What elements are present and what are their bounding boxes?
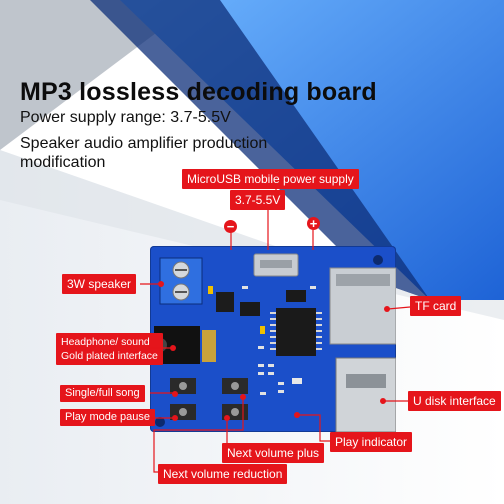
board-components	[153, 253, 397, 433]
play-mode-pause-label: Play mode pause	[60, 409, 155, 426]
single-pointer-dot	[172, 391, 178, 397]
headphone-label: Headphone/ sound Gold plated interface	[56, 333, 163, 365]
headphone-pointer-dot	[170, 345, 176, 351]
volume-plus-pointer-dot	[224, 415, 230, 421]
minus-icon: −	[224, 220, 237, 233]
volume-minus-pointer-dot	[240, 394, 246, 400]
volume-plus-label: Next volume plus	[222, 443, 325, 463]
speaker-pointer-dot	[158, 281, 164, 287]
page-title: MP3 lossless decoding board	[20, 78, 377, 106]
u-disk-label: U disk interface	[408, 391, 501, 411]
play-pointer-dot	[294, 412, 300, 418]
pause-pointer-dot	[172, 415, 178, 421]
power-supply-text: Power supply range: 3.7-5.5V	[20, 109, 231, 126]
microusb-label: MicroUSB mobile power supply	[182, 169, 359, 189]
tf-pointer-dot	[384, 306, 390, 312]
plus-icon: +	[307, 217, 320, 230]
udisk-pointer-dot	[380, 398, 386, 404]
tf-card-label: TF card	[410, 296, 462, 316]
headphone-label-line1: Headphone/ sound	[61, 336, 150, 348]
voltage-label: 3.7-5.5V	[230, 190, 286, 210]
single-full-song-label: Single/full song	[60, 385, 145, 402]
volume-reduction-label: Next volume reduction	[158, 464, 288, 484]
speaker-text-line1: Speaker audio amplifier production	[20, 135, 268, 152]
speaker-label: 3W speaker	[62, 274, 137, 294]
play-indicator-label: Play indicator	[330, 432, 413, 452]
speaker-text-line2: modification	[20, 154, 106, 171]
headphone-label-line2: Gold plated interface	[61, 350, 158, 362]
decoder-board	[150, 246, 397, 433]
